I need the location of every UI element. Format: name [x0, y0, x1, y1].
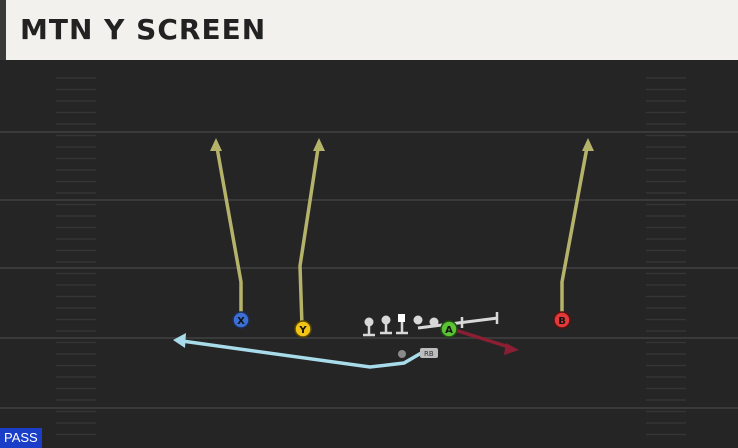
play-type-badge: PASS: [0, 428, 42, 448]
player-b: B: [553, 311, 571, 329]
yard-lines: [0, 131, 738, 409]
player-y: Y: [294, 320, 312, 338]
route-b: [560, 138, 594, 318]
play-header: MTN Y SCREEN: [0, 0, 738, 60]
player-y-label: Y: [298, 325, 307, 336]
rb-label: RB: [424, 350, 434, 358]
player-a: A: [440, 320, 458, 338]
header-accent-bar: [0, 0, 6, 60]
play-title: MTN Y SCREEN: [20, 13, 267, 46]
route-a-block: [454, 328, 519, 355]
player-a-label: A: [445, 325, 453, 336]
play-field: RB X Y A B: [0, 60, 738, 448]
hash-marks: [56, 77, 686, 436]
player-x: X: [232, 311, 250, 329]
player-x-label: X: [237, 316, 245, 327]
route-rb-screen: [173, 333, 424, 369]
rb-marker: RB: [398, 348, 438, 358]
offensive-line: [363, 312, 499, 337]
route-y: [298, 138, 325, 327]
route-x: [210, 138, 243, 318]
player-b-label: B: [558, 316, 566, 327]
play-diagram: RB X Y A B: [0, 77, 738, 436]
